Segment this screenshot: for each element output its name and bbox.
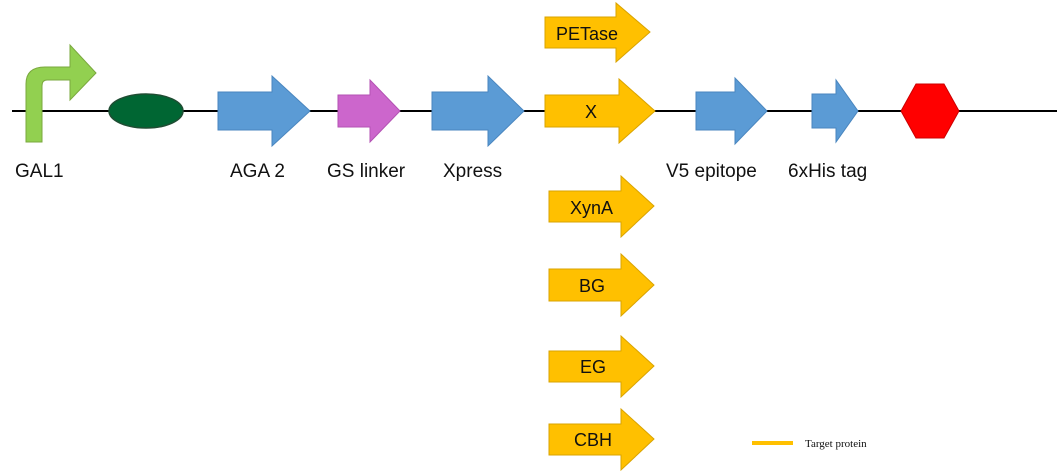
gs-linker-label: GS linker <box>327 161 406 182</box>
petase-label: PETase <box>556 24 618 44</box>
his-tag-label: 6xHis tag <box>788 161 867 182</box>
xyna-arrow <box>548 174 655 239</box>
gs-linker-arrow <box>337 78 401 144</box>
promoter-label: GAL1 <box>15 161 64 182</box>
petase-arrow <box>544 1 651 64</box>
xyna-label: XynA <box>570 198 613 218</box>
eg-arrow <box>548 334 655 399</box>
cbh-label: CBH <box>574 430 612 450</box>
promoter-arrow-icon <box>25 43 97 143</box>
terminator-hexagon-icon <box>900 83 960 139</box>
v5-epitope-arrow <box>695 76 768 146</box>
v5-epitope-label: V5 epitope <box>666 161 757 182</box>
legend-label: Target protein <box>805 438 867 450</box>
xpress-label: Xpress <box>443 161 502 182</box>
rbs-ellipse-icon <box>108 93 184 129</box>
x-label: X <box>585 102 597 122</box>
bg-arrow <box>548 252 655 318</box>
x-arrow <box>544 77 656 145</box>
aga2-label: AGA 2 <box>230 161 285 182</box>
bg-label: BG <box>579 276 605 296</box>
aga2-arrow <box>217 74 311 148</box>
eg-label: EG <box>580 357 606 377</box>
his-tag-arrow <box>811 78 859 144</box>
xpress-arrow <box>431 74 525 148</box>
cbh-arrow <box>548 407 655 472</box>
